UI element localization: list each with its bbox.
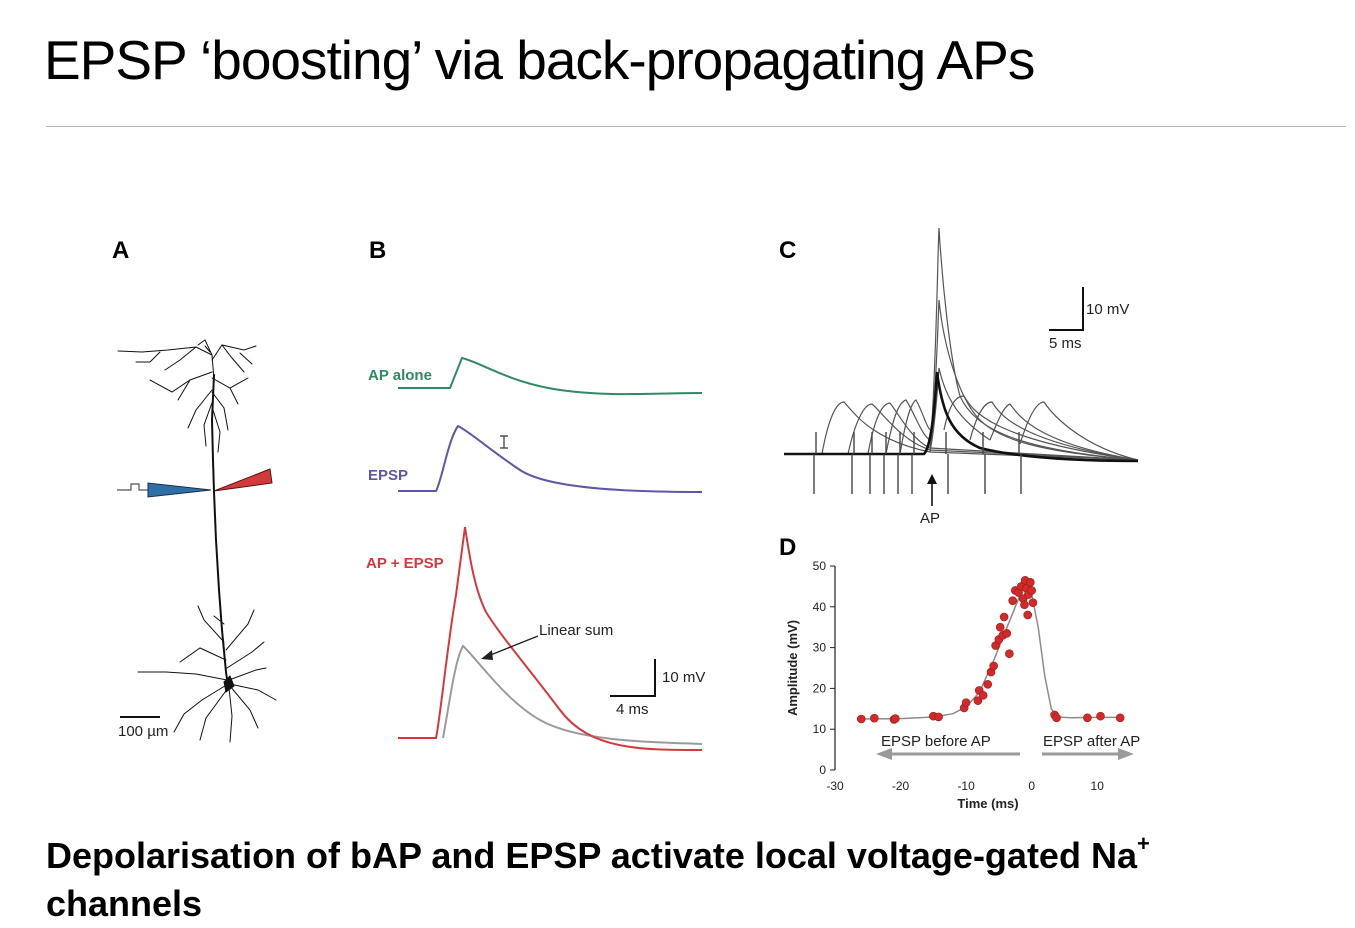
current-step-trace [117,483,150,491]
data-point [1002,629,1012,638]
trace-ap-alone [398,356,703,396]
apical-trunk [210,374,229,687]
linear-sum-arrow-line [487,635,539,657]
data-point [983,680,993,689]
y-tick-label: 0 [819,763,826,777]
before-ap-arrowhead [876,748,892,760]
overlaid-traces [784,227,1139,461]
slide-title: EPSP ‘boosting’ via back-propagating APs [44,29,1035,91]
trace-epsp [398,424,703,493]
x-tick-label: -30 [826,779,844,793]
scalebar-b-voltage: 10 mV [662,669,705,686]
data-point [1023,610,1033,620]
trace-ap-epsp [398,526,703,751]
ap-marker-label: AP [920,510,940,527]
scalebar-b-time: 4 ms [616,701,649,718]
data-point [870,713,879,723]
slide-caption: Depolarisation of bAP and EPSP activate … [46,832,1336,928]
scalebar-c-time: 5 ms [1049,335,1082,352]
data-point [1026,578,1035,587]
linear-sum-arrowhead [481,650,493,660]
recording-setup [117,468,273,498]
caption-superscript: + [1136,831,1150,856]
label-ap-alone: AP alone [368,367,432,384]
y-tick-label: 10 [813,722,827,736]
panel-c: C AP [779,227,1139,527]
amplitude-vs-time-chart: 0 10 20 30 40 50 -30 -20 -10 0 10 [813,559,1125,793]
scalebar-c-voltage: 10 mV [1086,301,1129,318]
data-point [961,698,971,707]
y-tick-label: 30 [813,641,827,655]
average-trace [784,371,1139,463]
apical-tuft [117,339,257,453]
y-tick-label: 50 [813,559,827,573]
data-point [934,712,943,722]
panel-a: A [112,237,277,743]
data-point [973,696,983,705]
soma [223,675,235,693]
scalebar-100um-label: 100 µm [118,723,168,740]
neuron-drawing [117,339,277,743]
caption-text: Depolarisation of bAP and EPSP activate … [46,835,1137,876]
ap-marker-arrowhead [927,474,937,484]
data-point [1028,598,1038,608]
after-ap-arrowhead [1118,748,1134,760]
panel-c-letter: C [779,237,796,264]
scalebar-b [610,659,656,697]
caption-text-end: channels [46,883,203,924]
data-point [999,612,1009,622]
panel-d: D 0 10 20 30 40 50 -30 -20 -10 0 10 Amplitude (mV)… [779,534,1140,811]
data-point [1020,600,1029,610]
text-cursor-icon [500,435,508,449]
panel-b: B AP alone EPSP AP + EPSP Linear sum 10 … [366,237,705,751]
x-tick-label: 10 [1091,779,1105,793]
fit-curve [861,585,1124,720]
x-tick-label: -20 [892,779,910,793]
scalebar-c [1049,287,1084,331]
right-electrode [213,468,273,492]
annotation-before-ap: EPSP before AP [881,733,991,750]
x-axis-label: Time (ms) [957,796,1018,811]
panel-b-letter: B [369,237,386,264]
data-point [891,714,900,723]
data-point [989,661,998,671]
trace-linear-sum [442,644,703,745]
data-point [978,691,988,700]
y-axis-label: Amplitude (mV) [785,620,800,716]
left-electrode [147,482,212,498]
x-tick-label: 0 [1028,779,1035,793]
panel-d-letter: D [779,534,796,561]
title-divider [46,126,1346,127]
y-tick-label: 20 [813,681,827,695]
y-tick-label: 40 [813,600,827,614]
data-point [1005,649,1014,659]
data-point [1096,711,1105,721]
annotation-after-ap: EPSP after AP [1043,733,1140,750]
data-point [995,622,1005,632]
data-point [1052,713,1061,723]
label-ap-epsp: AP + EPSP [366,555,444,572]
x-tick-label: -10 [957,779,975,793]
data-point [856,714,866,724]
label-linear-sum: Linear sum [539,622,613,639]
data-point [1027,586,1036,595]
data-point [1083,713,1092,723]
basal-dendrites [137,605,277,743]
stimulus-artifacts [813,432,1022,494]
data-point [1008,596,1017,605]
panel-a-letter: A [112,237,129,264]
data-point [1115,713,1125,723]
label-epsp: EPSP [368,467,408,484]
